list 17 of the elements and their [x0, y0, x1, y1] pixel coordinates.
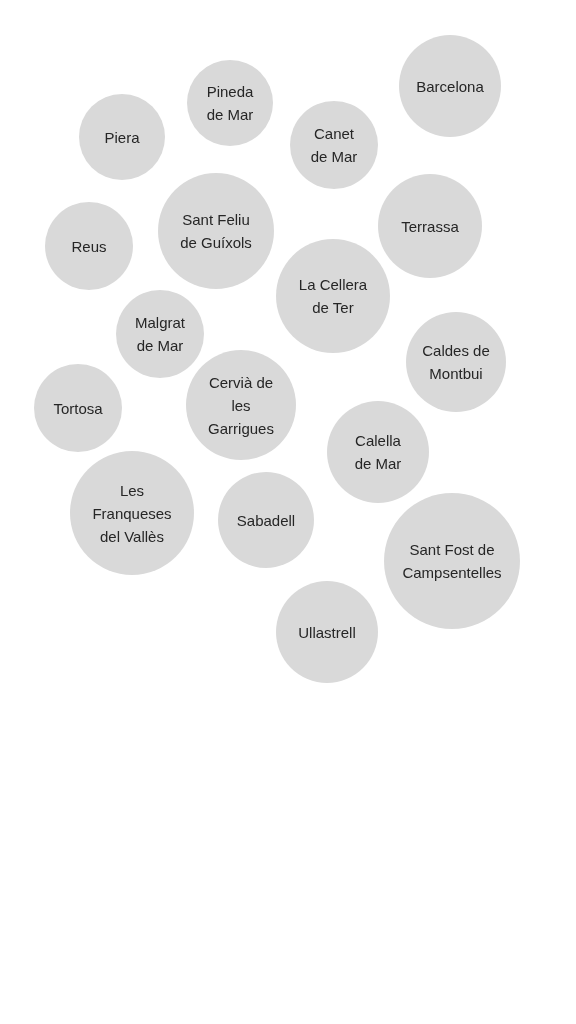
- place-name: Cervià de les Garrigues: [207, 372, 275, 439]
- place-name: Piera: [103, 127, 141, 148]
- place-name: Ullastrell: [297, 622, 357, 643]
- place-name: Malgrat de Mar: [134, 313, 186, 356]
- place-name: Sant Fost de Campsentelles: [401, 540, 503, 583]
- place-name: La Cellera de Ter: [297, 275, 369, 318]
- place-name: Canet de Mar: [309, 124, 359, 167]
- place-name: Reus: [70, 236, 108, 257]
- place-name: Caldes de Montbui: [421, 341, 491, 384]
- place-name: Sant Feliu de Guíxols: [179, 210, 253, 253]
- place-name: Tortosa: [52, 398, 104, 419]
- place-name: Terrassa: [400, 216, 460, 237]
- place-name: Sabadell: [235, 510, 297, 531]
- place-name: Calella de Mar: [353, 431, 403, 474]
- place-name: Les Franqueses del Vallès: [91, 480, 173, 547]
- place-name: Barcelona: [415, 76, 485, 97]
- place-name: Pineda de Mar: [205, 82, 255, 125]
